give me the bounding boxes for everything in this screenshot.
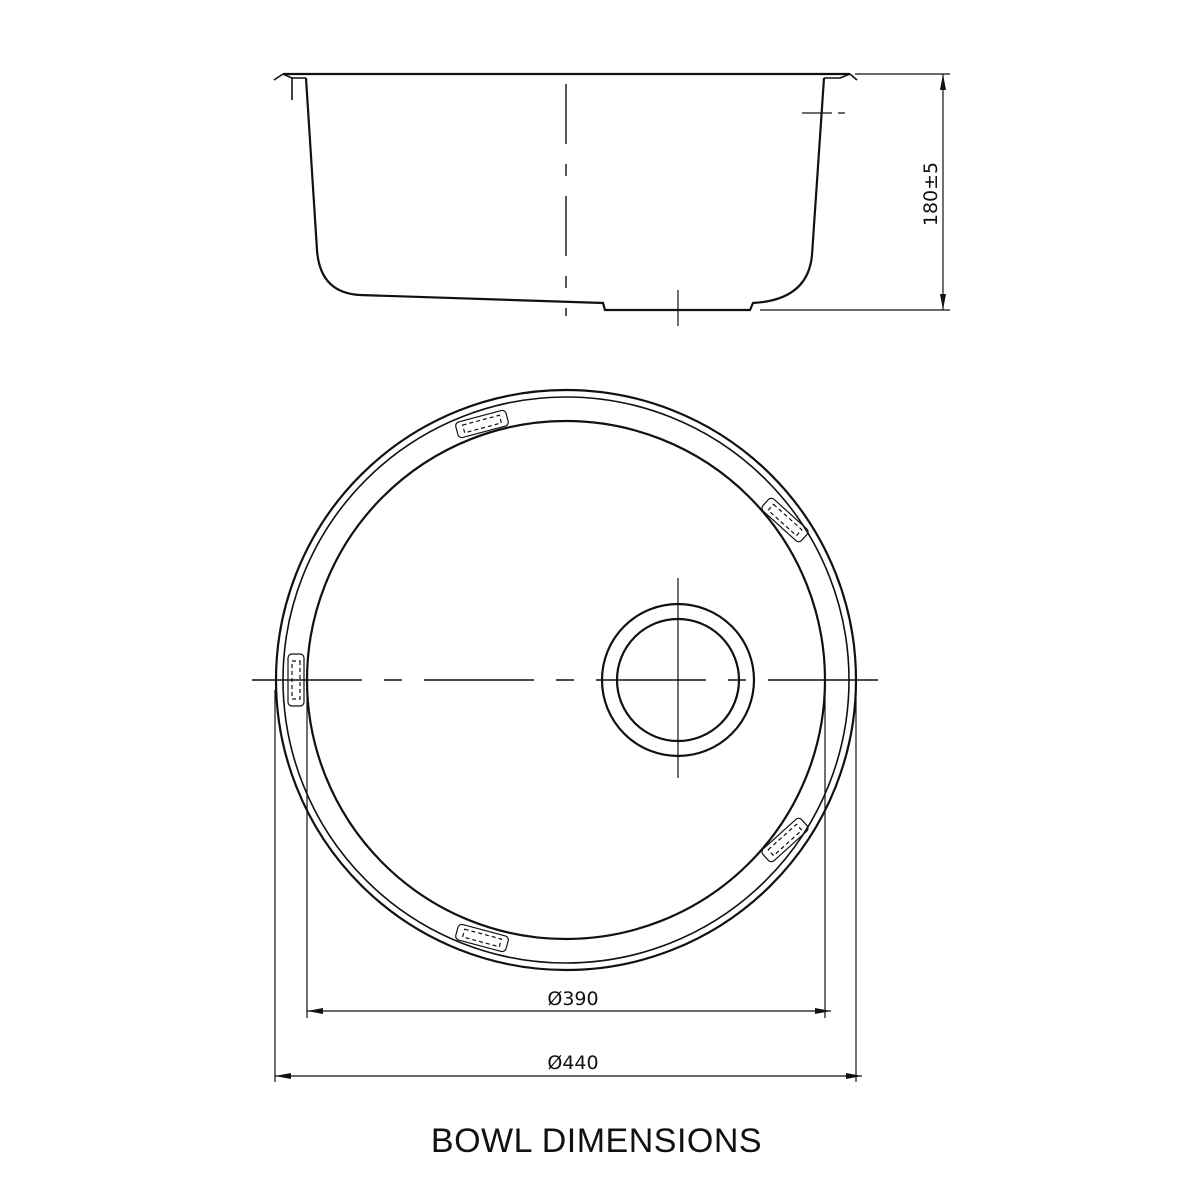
- height-dimension-label: 180±5: [920, 162, 942, 226]
- side-view-left-flange: [273, 73, 306, 100]
- inner-arrow-left: [307, 1008, 323, 1014]
- mounting-clip: [761, 817, 809, 863]
- drawing-caption: BOWL DIMENSIONS: [430, 1122, 763, 1160]
- top-view: [252, 388, 880, 972]
- height-arrow-bottom: [940, 294, 946, 310]
- outer-diameter-label: Ø440: [547, 1052, 598, 1074]
- height-arrow-top: [940, 74, 946, 90]
- inner-arrow-right: [815, 1008, 831, 1014]
- height-dimension: 180±5: [760, 73, 950, 311]
- outer-arrow-left: [275, 1073, 291, 1079]
- mounting-clip: [455, 923, 509, 953]
- side-view: [273, 72, 858, 326]
- side-view-right-flange: [824, 73, 858, 81]
- mounting-clip: [287, 653, 305, 707]
- inner-diameter-dimension: Ø390: [306, 690, 831, 1018]
- outer-arrow-right: [846, 1073, 862, 1079]
- inner-diameter-label: Ø390: [547, 988, 598, 1010]
- outer-diameter-dimension: Ø440: [274, 690, 862, 1082]
- mounting-clip: [761, 497, 809, 543]
- side-view-bowl-outline: [304, 77, 826, 312]
